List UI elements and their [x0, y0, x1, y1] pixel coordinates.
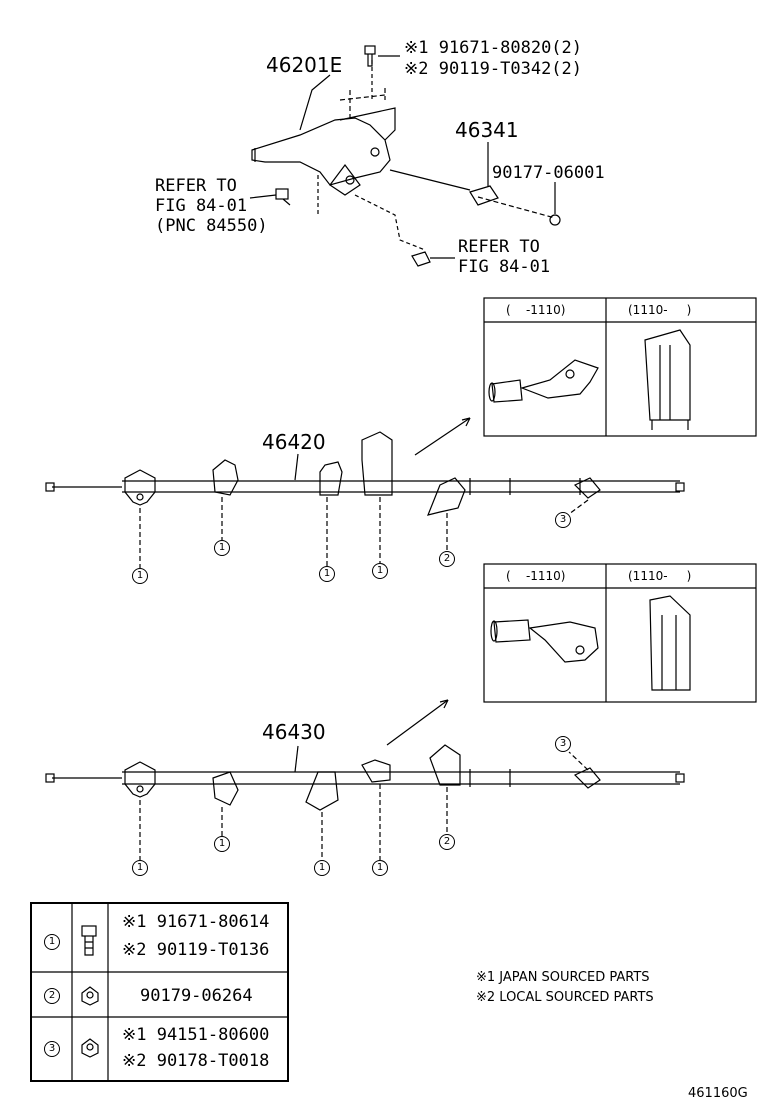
- callout-1: 1: [372, 563, 388, 579]
- callout-1: 1: [372, 860, 388, 876]
- cable-46430: [45, 744, 685, 811]
- legend-row2-line1: 90179-06264: [140, 986, 253, 1006]
- inset1-left-header: ( -1110): [506, 303, 566, 317]
- note-local: ※2 LOCAL SOURCED PARTS: [476, 990, 654, 1005]
- callout-1: 1: [214, 540, 230, 556]
- callout-2: 2: [439, 834, 455, 850]
- refer2-line2: FIG 84-01: [458, 257, 551, 277]
- inset-box-1: [483, 297, 757, 437]
- callout-1: 1: [314, 860, 330, 876]
- legend-key-1: 1: [44, 934, 60, 950]
- callout-1: 1: [319, 566, 335, 582]
- legend-row3-line2: ※2 90178-T0018: [122, 1051, 270, 1071]
- callout-1: 1: [132, 568, 148, 584]
- part-number-clip: 90177-06001: [492, 163, 605, 183]
- legend-row1-line2: ※2 90119-T0136: [122, 940, 270, 960]
- inset-box-2: [483, 563, 757, 703]
- legend-bolt-icon: [81, 925, 97, 956]
- callout-leaders-1: [139, 497, 589, 568]
- part-number-46430: 46430: [262, 720, 326, 744]
- legend-key-3: 3: [44, 1041, 60, 1057]
- refer1-line1: REFER TO: [155, 176, 237, 196]
- refer1-clip: [249, 188, 291, 206]
- cable-joint-46341: [469, 142, 556, 219]
- refer1-line2: FIG 84-01: [155, 196, 248, 216]
- callout-2: 2: [439, 551, 455, 567]
- callout-1: 1: [214, 836, 230, 852]
- part-number-lever: 46201E: [266, 53, 343, 77]
- callout-leaders-2: [139, 751, 589, 860]
- figure-id: 461160G: [688, 1086, 748, 1101]
- part-number-46420: 46420: [262, 430, 326, 454]
- callout-3: 3: [555, 512, 571, 528]
- refer2-line1: REFER TO: [458, 237, 540, 257]
- legend-grid: [31, 904, 288, 1080]
- refer2-bolt: [411, 251, 455, 267]
- inset1-right-header: (1110- ): [628, 303, 692, 317]
- legend-table: [30, 902, 289, 1082]
- part-number-46341: 46341: [455, 118, 519, 142]
- cable-46420: [45, 431, 685, 516]
- arrow-2: [386, 699, 449, 746]
- legend-row3-line1: ※1 94151-80600: [122, 1025, 270, 1045]
- bolt-ref-local: ※2 90119-T0342(2): [404, 59, 583, 79]
- refer1-line3: (PNC 84550): [155, 216, 268, 236]
- inset2-right-header: (1110- ): [628, 569, 692, 583]
- arrow-1: [414, 417, 471, 456]
- callout-1: 1: [132, 860, 148, 876]
- legend-nut-icon-2: [81, 986, 99, 1006]
- legend-nut-icon-3: [81, 1038, 99, 1058]
- top-bolt-icon: [364, 45, 376, 67]
- inset2-left-header: ( -1110): [506, 569, 566, 583]
- bolt-ref-japan: ※1 91671-80820(2): [404, 38, 583, 58]
- callout-3: 3: [555, 736, 571, 752]
- note-japan: ※1 JAPAN SOURCED PARTS: [476, 970, 650, 985]
- clip-nut-icon: [549, 214, 561, 226]
- legend-key-2: 2: [44, 988, 60, 1004]
- legend-row1-line1: ※1 91671-80614: [122, 912, 270, 932]
- brake-lever-assembly: [251, 60, 471, 251]
